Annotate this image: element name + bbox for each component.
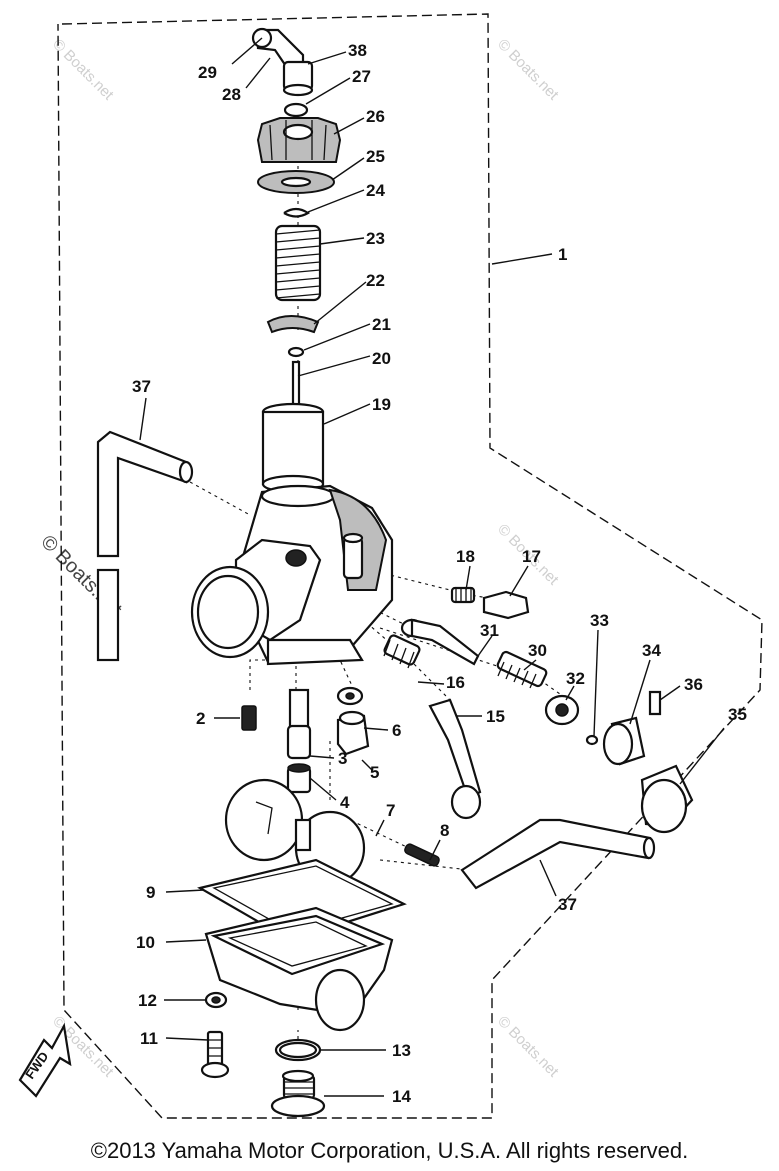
label-5: 5: [370, 763, 379, 782]
watermark: © Boats.net: [494, 36, 562, 104]
label-37-upper: 37: [132, 377, 151, 396]
label-23: 23: [366, 229, 385, 248]
bowl-hardware: [200, 991, 326, 1118]
label-19: 19: [372, 395, 391, 414]
label-14: 14: [392, 1087, 411, 1106]
label-26: 26: [366, 107, 385, 126]
label-11: 11: [140, 1029, 158, 1048]
label-7: 7: [386, 801, 395, 820]
label-34: 34: [642, 641, 661, 660]
float-bowl: [197, 858, 407, 1032]
label-3: 3: [338, 749, 347, 768]
label-9: 9: [146, 883, 155, 902]
label-33: 33: [590, 611, 609, 630]
label-31: 31: [480, 621, 499, 640]
label-20: 20: [372, 349, 391, 368]
label-2: 2: [196, 709, 205, 728]
label-21: 21: [372, 315, 391, 334]
choke-parts: [602, 690, 694, 834]
carburetor-body: [190, 484, 394, 666]
watermark: © Boats.net: [494, 1013, 562, 1081]
part-labels: 29 28 38 27 26 25 24 23 22 21 20 19 1 37…: [132, 41, 747, 1106]
fwd-arrow-icon: FWD: [18, 1022, 72, 1098]
label-25: 25: [366, 147, 385, 166]
label-8: 8: [440, 821, 449, 840]
label-12: 12: [138, 991, 157, 1010]
label-10: 10: [136, 933, 155, 952]
label-16: 16: [446, 673, 465, 692]
assembly-boundary: [57, 13, 763, 1119]
overflow-hoses: [96, 430, 656, 890]
adjust-screws: [383, 586, 599, 820]
label-17: 17: [522, 547, 541, 566]
label-18: 18: [456, 547, 475, 566]
label-24: 24: [366, 181, 385, 200]
label-28: 28: [222, 85, 241, 104]
leader-lines: [139, 37, 725, 1097]
throttle-spring: [274, 224, 322, 302]
label-13: 13: [392, 1041, 411, 1060]
label-32: 32: [566, 669, 585, 688]
watermark: © Boats.net: [49, 36, 117, 104]
label-38: 38: [348, 41, 367, 60]
carb-cap: [256, 117, 342, 218]
label-30: 30: [528, 641, 547, 660]
label-27: 27: [352, 67, 371, 86]
label-15: 15: [486, 707, 505, 726]
copyright-notice: ©2013 Yamaha Motor Corporation, U.S.A. A…: [90, 1138, 689, 1163]
label-1: 1: [558, 245, 567, 264]
label-4: 4: [340, 793, 350, 812]
throttle-slide: [261, 402, 325, 494]
label-29: 29: [198, 63, 217, 82]
label-37-lower: 37: [558, 895, 577, 914]
label-36: 36: [684, 675, 703, 694]
label-6: 6: [392, 721, 401, 740]
label-35: 35: [728, 705, 747, 724]
jets: [241, 686, 370, 794]
label-22: 22: [366, 271, 385, 290]
fuel-fitting: [251, 27, 314, 118]
needle-parts: [266, 315, 320, 432]
